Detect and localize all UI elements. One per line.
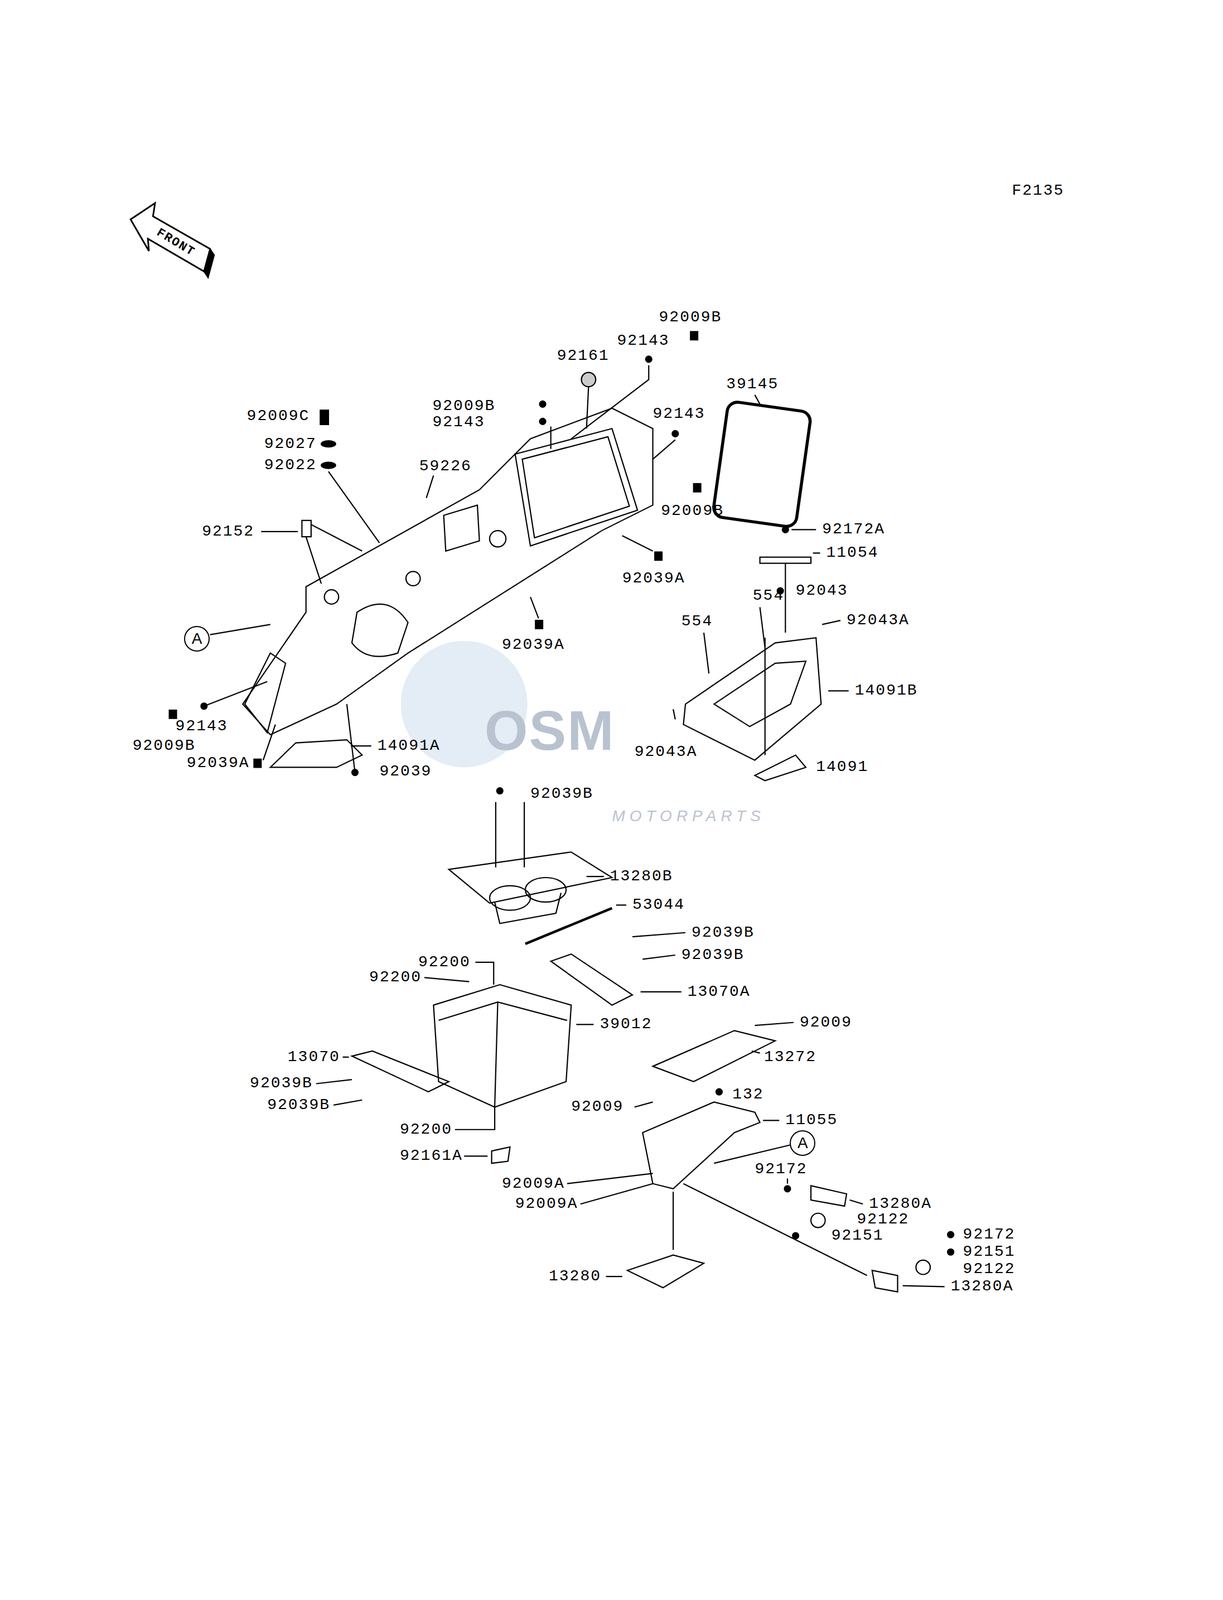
callout-number: 92022 (264, 456, 317, 475)
callout-number: 92122 (856, 1210, 910, 1229)
callout-number: 92122 (963, 1259, 1016, 1278)
callout-number: 92039B (249, 1074, 313, 1092)
callout-number: 53044 (632, 895, 685, 914)
callout-number: 14091A (377, 736, 441, 755)
callout-number: 39145 (726, 375, 779, 394)
callout-number: 92009B (659, 308, 723, 327)
callout-number: 13280B (610, 867, 674, 886)
callout-number: 554 (752, 586, 785, 605)
callout-number: 92151 (831, 1226, 884, 1245)
leader-lines (204, 365, 945, 1287)
callout-number: 92039B (681, 945, 745, 964)
callout-number: 92043A (634, 742, 698, 761)
callout-number: 92043 (795, 581, 849, 600)
callout-number: 13280A (950, 1277, 1014, 1295)
callout-number: 92009 (571, 1097, 624, 1116)
front-arrow (130, 202, 215, 278)
callout-number: 13280A (868, 1194, 932, 1213)
callout-number: 14091 (815, 757, 869, 776)
callout-number: 554 (681, 612, 713, 631)
callout-number: 11055 (785, 1110, 838, 1129)
callout-number: 92039B (691, 923, 755, 942)
gasket (712, 400, 812, 528)
reference-letter: A (797, 1133, 809, 1152)
callout-number: 11054 (826, 543, 879, 562)
callout-number: 92009 (799, 1013, 853, 1032)
callout-number: 92172 (754, 1159, 807, 1178)
dash-panel (242, 408, 653, 735)
callout-number: 92172A (822, 520, 886, 539)
callout-number: 39012 (599, 1014, 652, 1033)
callout-number: 92200 (369, 968, 422, 986)
brackets (627, 1030, 931, 1292)
callout-number: 92152 (201, 522, 255, 541)
callout-number: 92161 (557, 346, 610, 365)
figure-code: F2135 (1011, 181, 1065, 200)
callout-number: 92009A (501, 1174, 565, 1193)
callout-number: 92009B (432, 397, 496, 415)
callout-number: 92200 (399, 1120, 453, 1139)
callout-number: 92039 (379, 762, 432, 781)
callout-number: 92009A (515, 1194, 579, 1213)
callout-number: 92009C (247, 407, 311, 425)
callout-number: 92043A (846, 611, 910, 630)
glove-tray (270, 557, 822, 781)
callout-number: 13070 (287, 1047, 341, 1066)
reference-circle: A (184, 625, 210, 652)
callout-number: 92143 (432, 413, 486, 432)
reference-letter: A (191, 629, 203, 648)
callout-number: 14091B (854, 681, 918, 700)
console (351, 851, 633, 1163)
callout-number: 92161A (399, 1146, 463, 1165)
callout-number: 92172 (963, 1225, 1016, 1244)
callout-number: 92009B (660, 501, 724, 520)
callout-number: 92027 (264, 434, 317, 453)
watermark: OSM (484, 698, 616, 763)
watermark: MOTORPARTS (611, 806, 765, 825)
callout-number: 92039B (530, 784, 594, 803)
callout-number: 92143 (175, 717, 229, 736)
callout-number: 92039A (186, 753, 250, 772)
callout-number: 13272 (764, 1047, 817, 1066)
hardware (169, 331, 955, 1255)
callout-number: 132 (732, 1085, 764, 1104)
callout-number: 92039A (501, 635, 565, 654)
callout-number: 92039B (267, 1095, 331, 1114)
callout-number: 92151 (963, 1242, 1016, 1261)
reference-circle: A (789, 1129, 816, 1156)
callout-number: 92143 (653, 404, 706, 423)
callout-number: 13280 (548, 1267, 602, 1285)
callout-number: 92200 (418, 953, 471, 971)
callout-number: 59226 (419, 457, 472, 476)
callout-number: 92143 (617, 331, 670, 350)
callout-number: 13070A (687, 982, 751, 1001)
callout-number: 92039A (622, 569, 686, 588)
callout-number: 92009B (132, 736, 196, 755)
